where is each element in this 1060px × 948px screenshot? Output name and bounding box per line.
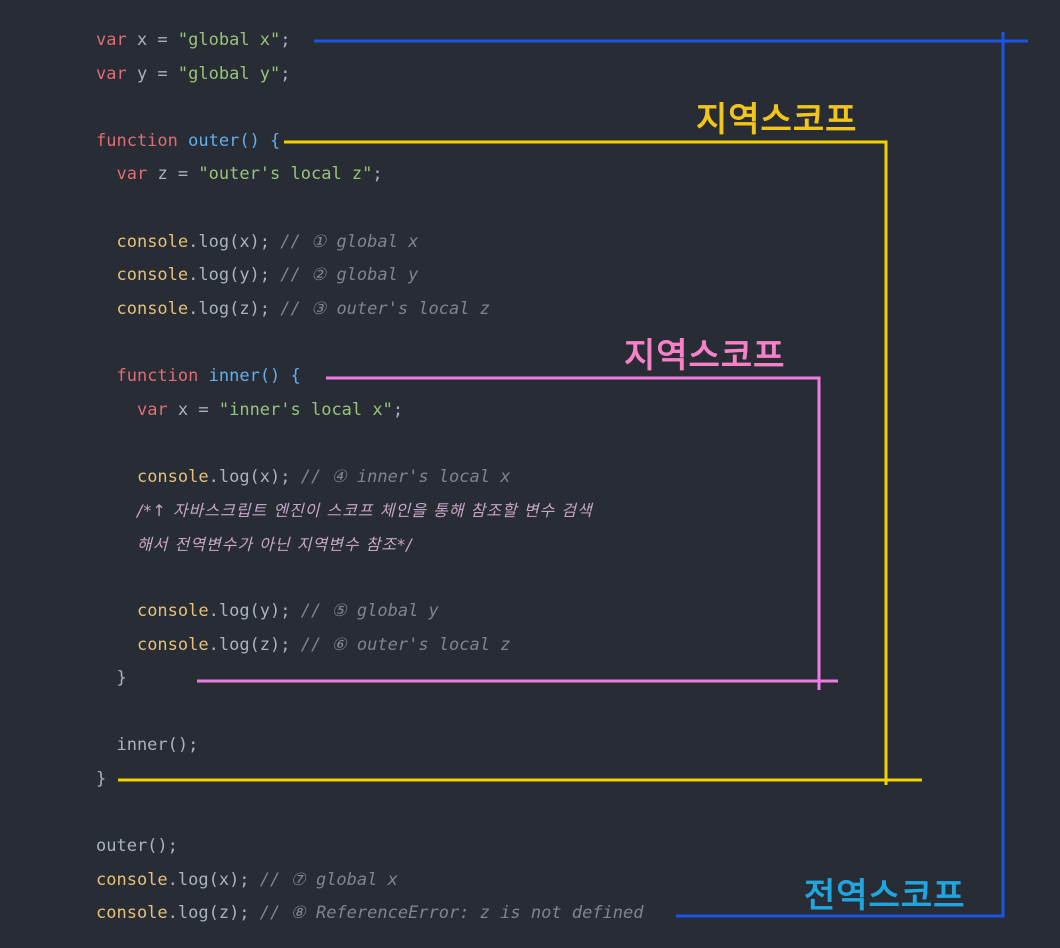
global-scope-line [314, 32, 1028, 918]
code-token: var [116, 164, 148, 185]
code-token: ; [280, 63, 291, 84]
code-token: // ③ outer's local z [280, 298, 490, 319]
code-line: console.log(x); // ⑦ global x [96, 864, 643, 898]
code-token: inner(); [96, 735, 199, 756]
code-token: function [96, 130, 178, 151]
code-token: .log(z); [188, 298, 281, 319]
code-token: } [96, 668, 127, 689]
global-scope-label: 전역스코프 [804, 876, 966, 916]
code-token: console [116, 265, 189, 286]
code-line: } [96, 662, 643, 696]
code-line: var z = "outer's local z"; [96, 158, 643, 192]
code-token: y = [126, 63, 178, 84]
code-token: ; [280, 30, 291, 50]
code-token: outer [188, 130, 240, 151]
code-token: "inner's local x" [218, 399, 393, 420]
code-token: console [136, 466, 209, 487]
code-line: var y = "global y"; [96, 58, 643, 92]
code-token: var [96, 30, 127, 50]
code-line: outer(); [96, 830, 643, 864]
inner-scope-label: 지역스코프 [624, 336, 786, 376]
code-line: console.log(z); // ⑥ outer's local z [96, 629, 643, 663]
code-line: function inner() { [96, 360, 643, 394]
code-token: ; [392, 399, 404, 420]
code-line: console.log(z); // ⑧ ReferenceError: z i… [96, 897, 643, 931]
code-token: .log(x); [208, 466, 301, 487]
code-line: var x = "global x"; [96, 24, 643, 58]
outer-scope-label: 지역스코프 [696, 100, 858, 140]
code-token: // ④ inner's local x [300, 466, 511, 487]
code-line: console.log(x); // ① global x [96, 226, 643, 260]
code-token: () { [259, 365, 301, 386]
code-line: 해서 전역변수가 아닌 지역변수 참조*/ [96, 528, 643, 562]
code-token: console [116, 231, 189, 252]
code-token: console [136, 634, 209, 655]
code-token: "global y" [177, 63, 281, 84]
code-line: } [96, 763, 643, 797]
code-token: // ⑦ global x [259, 869, 398, 890]
code-token: .log(x); [167, 869, 260, 890]
code-token: "global x" [177, 30, 281, 50]
code-line: function outer() { [96, 125, 643, 159]
code-token: // ① global x [280, 231, 419, 252]
code-token: console [116, 298, 189, 319]
code-token: /*↑ 자바스크립트 엔진이 스코프 체인을 통해 참조할 변수 검색 [136, 501, 593, 521]
code-token: .log(y); [188, 265, 281, 286]
code-line: console.log(z); // ③ outer's local z [96, 293, 643, 327]
code-line: console.log(x); // ④ inner's local x [96, 461, 643, 495]
code-token: console [96, 869, 168, 890]
code-line: inner(); [96, 729, 643, 763]
code-token: var [136, 399, 168, 420]
code-token: // ⑧ ReferenceError: z is not defined [259, 903, 644, 924]
code-token: z = [147, 164, 199, 185]
code-line: /*↑ 자바스크립트 엔진이 스코프 체인을 통해 참조할 변수 검색 [96, 494, 643, 528]
code-token: } [96, 769, 107, 790]
code-token: // ② global y [280, 265, 419, 286]
code-line: console.log(y); // ② global y [96, 259, 643, 293]
inner-scope-line [197, 376, 838, 690]
code-token: console [96, 903, 168, 924]
code-token: .log(x); [188, 231, 281, 252]
outer-scope-line [118, 140, 922, 785]
code-token: ; [372, 164, 383, 185]
code-token: "outer's local z" [198, 164, 373, 185]
code-token: .log(y); [208, 601, 301, 622]
code-token: function [116, 365, 199, 386]
code-token: var [96, 63, 127, 84]
code-token: // ⑥ outer's local z [300, 634, 511, 655]
code-line: var x = "inner's local x"; [96, 394, 643, 428]
code-block: var x = "global x";var y = "global y";fu… [96, 24, 643, 931]
code-token: x = [167, 399, 219, 420]
code-token: .log(z); [208, 634, 301, 655]
code-token: // ⑤ global y [300, 601, 439, 622]
code-token: inner [208, 365, 260, 386]
code-token: x = [126, 30, 178, 50]
code-token: 해서 전역변수가 아닌 지역변수 참조*/ [136, 534, 413, 554]
code-token: console [136, 601, 209, 622]
code-token: outer(); [96, 836, 178, 857]
code-line: console.log(y); // ⑤ global y [96, 595, 643, 629]
code-token: () { [239, 130, 281, 151]
code-token: .log(z); [167, 903, 260, 924]
